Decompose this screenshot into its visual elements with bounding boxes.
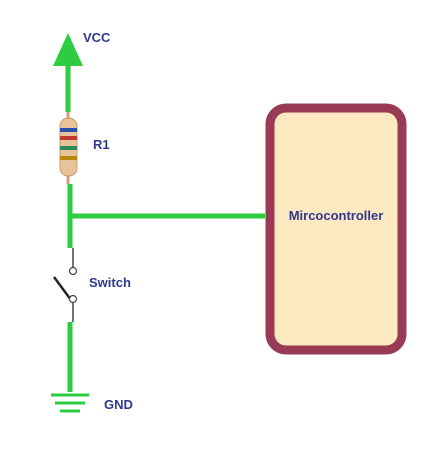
microcontroller-box [265, 103, 407, 355]
resistor-label: R1 [93, 137, 110, 152]
ground-label: GND [104, 397, 133, 412]
switch-label: Switch [89, 275, 131, 290]
wire-main [67, 184, 265, 248]
ground-icon [51, 393, 89, 413]
vcc-arrow-icon [53, 33, 83, 112]
microcontroller-label: Mircocontroller [289, 208, 384, 223]
resistor-icon [59, 112, 78, 184]
vcc-label: VCC [83, 30, 111, 45]
switch-icon [52, 248, 78, 322]
